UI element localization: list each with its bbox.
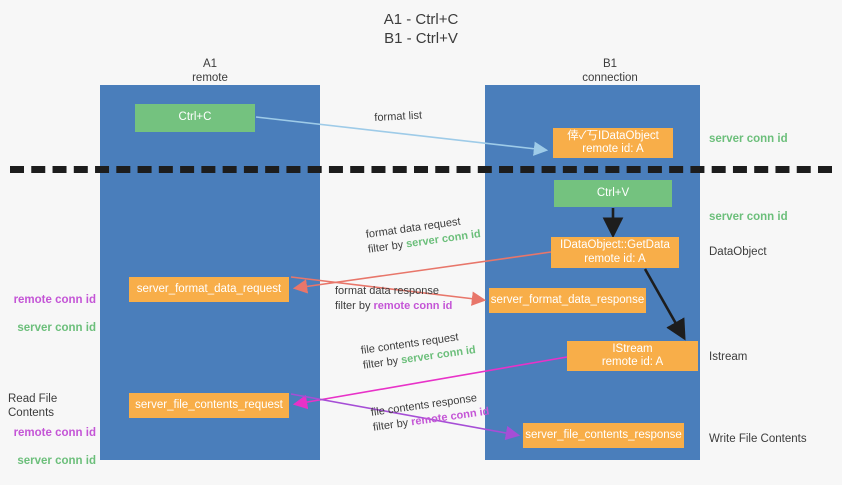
node-ctrl-c[interactable]: Ctrl+C <box>135 104 255 132</box>
caption-format-data-request: format data request filter by server con… <box>365 212 482 258</box>
node-istream[interactable]: IStream remote id: A <box>567 341 698 371</box>
label-server-conn-id-2: server conn id <box>17 455 96 467</box>
label-server-conn-id: server conn id <box>17 322 96 334</box>
label-read-file-contents: Read File Contents <box>8 393 58 419</box>
node-idataobject-getdata[interactable]: IDataObject::GetData remote id: A <box>551 237 679 268</box>
node-ctrl-v[interactable]: Ctrl+V <box>554 180 672 207</box>
filter-value: remote conn id <box>373 300 453 312</box>
filter-prefix: filter by <box>362 354 403 372</box>
dashed-divider <box>10 166 832 173</box>
caption-format-list: format list <box>374 109 422 126</box>
label-conn-ids-upper: remote conn id server conn id <box>8 279 96 335</box>
caption-file-contents-response: file contents response filter by remote … <box>370 390 490 436</box>
node-server-file-contents-request[interactable]: server_file_contents_request <box>129 393 289 418</box>
caption-format-list-text: format list <box>374 109 423 124</box>
label-conn-ids-lower: remote conn id server conn id <box>8 412 96 468</box>
filter-prefix: filter by <box>367 238 408 256</box>
label-write-file-contents: Write File Contents <box>709 433 807 445</box>
label-remote-conn-id: remote conn id <box>13 294 96 306</box>
node-server-file-contents-response[interactable]: server_file_contents_response <box>523 423 684 448</box>
caption-format-data-response: format data response filter by remote co… <box>335 284 452 314</box>
label-dataobject: DataObject <box>709 246 767 258</box>
page-title: A1 - Ctrl+C B1 - Ctrl+V <box>383 11 459 47</box>
label-server-conn-id-top: server conn id <box>709 133 788 145</box>
node-server-format-data-response[interactable]: server_format_data_response <box>489 288 646 313</box>
column-header-b1: B1 connection <box>582 58 638 84</box>
column-header-a1: A1 remote <box>192 58 228 84</box>
label-server-conn-id-mid: server conn id <box>709 211 788 223</box>
label-remote-conn-id-2: remote conn id <box>13 427 96 439</box>
caption-format-data-response-text: format data response <box>335 285 439 297</box>
filter-prefix: filter by <box>372 416 413 434</box>
caption-format-data-response-filter: filter by remote conn id <box>335 299 452 314</box>
filter-prefix: filter by <box>335 300 374 312</box>
node-server-format-data-request[interactable]: server_format_data_request <box>129 277 289 302</box>
node-idataobject[interactable]: 倖✓丂IDataObject remote id: A <box>553 128 673 158</box>
caption-file-contents-request: file contents request filter by server c… <box>360 328 477 374</box>
label-istream: Istream <box>709 351 748 363</box>
